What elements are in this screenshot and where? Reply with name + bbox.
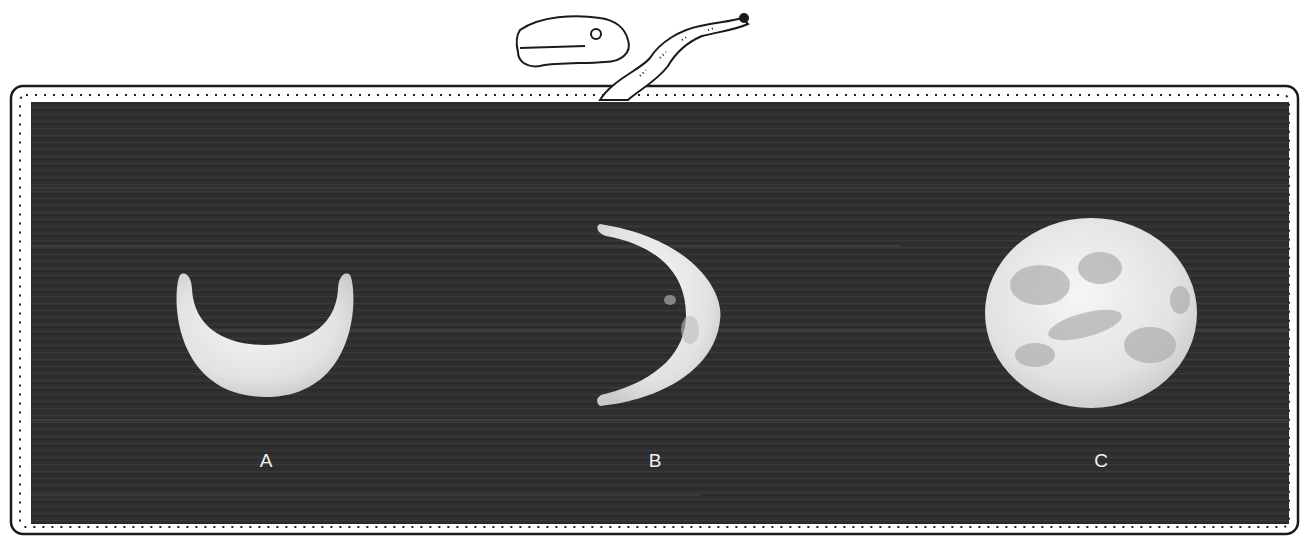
panel-frame [11, 86, 1298, 534]
figure-letter: A [260, 450, 273, 472]
sky-streaks [31, 188, 1289, 495]
serpent-eye [591, 29, 601, 39]
serpent-head [517, 16, 629, 66]
serpent [517, 14, 748, 100]
crescent-shading [664, 295, 699, 344]
serpent-tail-tip [740, 14, 748, 22]
crescent-moon-side [597, 224, 720, 406]
dotted-border [20, 95, 1289, 527]
serpent-jaw [520, 46, 585, 48]
crescent-moon-bowl [177, 273, 354, 397]
full-moon-maria [1010, 252, 1190, 367]
night-sky [31, 102, 1289, 524]
full-moon [985, 218, 1197, 408]
figure-letter: C [1094, 450, 1108, 472]
figure-letter: B [649, 450, 662, 472]
serpent-spots [640, 28, 714, 76]
